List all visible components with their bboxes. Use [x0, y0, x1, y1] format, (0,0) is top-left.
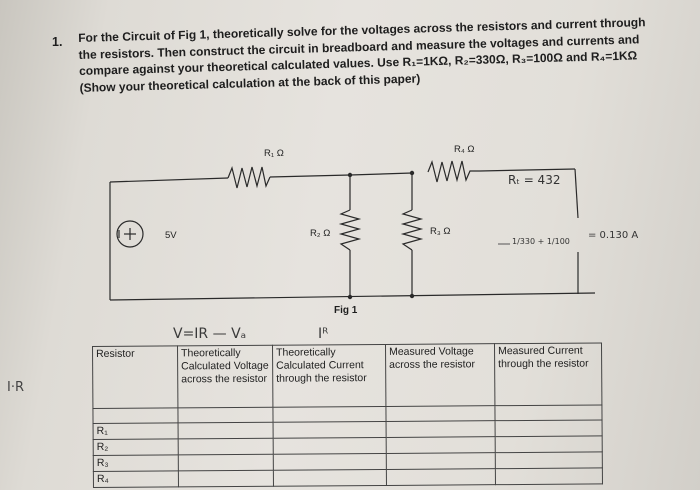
table-cell: [273, 453, 387, 471]
margin-note: I·R: [7, 380, 24, 395]
table-cell: [385, 405, 496, 422]
junction-dot: [409, 170, 415, 176]
table-cell: [386, 436, 496, 454]
handwritten-formula: V=IR — Vₐ: [173, 326, 247, 342]
table-cell: [273, 421, 387, 439]
table-cell: [495, 467, 603, 485]
results-table: Resistor Theoretically Calculated Voltag…: [92, 342, 603, 488]
r1-label: R₁ Ω: [264, 148, 284, 159]
table-cell: [386, 420, 496, 438]
table-cell: [92, 407, 179, 424]
header-theoretical-current: Theoretically Calculated Current through…: [272, 344, 386, 408]
handwritten-fraction: 1/330 + 1/100: [512, 237, 570, 246]
resistor-r3: [400, 209, 424, 251]
resistor-r1: [227, 166, 271, 189]
row-label-r2: R₂: [93, 438, 179, 456]
source-label: 5V: [165, 230, 177, 241]
resistor-r2: [338, 209, 362, 251]
table-cell: [494, 404, 603, 421]
table-cell: [495, 435, 603, 453]
handwritten-rt: Rₜ = 432: [508, 173, 560, 187]
table-cell: [178, 422, 274, 439]
handwritten-current-symbol: Iᴿ: [318, 326, 329, 342]
junction-dot: [409, 293, 415, 299]
handwritten-current: = 0.130 A: [588, 230, 638, 241]
r4-label: R₄ Ω: [454, 144, 474, 155]
voltage-source-icon: [109, 220, 144, 248]
table-cell: [386, 452, 496, 470]
table-cell: [273, 437, 387, 455]
table-row: R₄: [93, 467, 603, 488]
row-label-r3: R₃: [93, 454, 179, 472]
table-cell: [178, 470, 274, 487]
circuit-wires: [109, 168, 596, 301]
junction-dot: [347, 294, 353, 300]
table-cell: [273, 469, 387, 487]
junction-dot: [347, 172, 353, 178]
header-theoretical-voltage: Theoretically Calculated Voltage across …: [177, 345, 273, 408]
table-header-row: Resistor Theoretically Calculated Voltag…: [92, 342, 602, 409]
table-cell: [272, 406, 387, 423]
table-cell: [495, 451, 603, 469]
r2-label: R₂ Ω: [310, 228, 330, 239]
resistor-r4: [427, 160, 480, 183]
question-number: 1.: [52, 35, 63, 49]
table-cell: [495, 419, 603, 437]
row-label-r1: R₁: [93, 422, 179, 440]
header-measured-current: Measured Current through the resistor: [494, 342, 602, 406]
table-cell: [178, 454, 274, 471]
table-cell: [178, 438, 274, 455]
header-measured-voltage: Measured Voltage across the resistor: [385, 343, 495, 407]
table-cell: [177, 407, 274, 423]
header-resistor: Resistor: [92, 345, 178, 409]
r3-label: R₃ Ω: [430, 226, 450, 237]
row-label-r4: R₄: [93, 470, 179, 488]
table-cell: [386, 468, 496, 486]
figure-caption: Fig 1: [334, 305, 358, 316]
